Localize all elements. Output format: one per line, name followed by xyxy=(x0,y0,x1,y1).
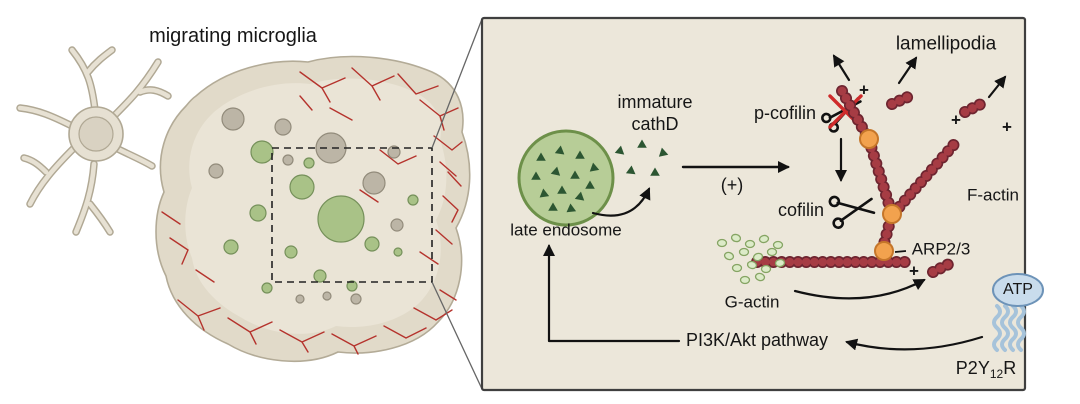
g-actin-polymerization-arrow xyxy=(793,278,926,300)
actin-mesh-left xyxy=(161,211,215,283)
g-actin-pool xyxy=(716,233,786,285)
cofilin-label: cofilin xyxy=(777,200,825,221)
pathway-label: PI3K/Akt pathway xyxy=(685,330,829,351)
receptor-to-pathway-arrow xyxy=(845,335,984,351)
actin-mesh-bottom xyxy=(177,289,457,355)
g-actin-label: G-actin xyxy=(724,292,780,312)
immature-cathd-label: immature cathD xyxy=(617,92,692,136)
atp-label: ATP xyxy=(1003,281,1033,299)
arp23-pointer-line xyxy=(894,250,907,253)
activation-plus-label: (+) xyxy=(720,175,744,196)
plus-mark: + xyxy=(859,80,869,100)
migrating-cell-body xyxy=(155,55,471,363)
late-endosome-label: late endosome xyxy=(510,220,622,240)
lamellipodia-label: lamellipodia xyxy=(895,33,997,55)
endosome-release-arrow xyxy=(591,187,651,217)
plus-mark: + xyxy=(951,110,961,130)
immature-cathd-line1: immature xyxy=(617,92,693,113)
zoom-region-box xyxy=(271,147,433,283)
late-endosome xyxy=(517,129,615,227)
arp23-complexes xyxy=(859,129,907,261)
f-actin-label: F-actin xyxy=(967,185,1019,205)
lamellipodia-arrows xyxy=(832,54,1007,99)
cell-interior xyxy=(185,78,447,334)
plus-mark: + xyxy=(1002,117,1012,137)
actin-mesh-top xyxy=(299,67,463,265)
late-endosome-circle xyxy=(517,129,615,227)
p2y12-receptor xyxy=(992,304,1026,352)
immature-cathd-line2: cathD xyxy=(631,114,679,134)
panel-frame xyxy=(480,16,1027,392)
atp-ligand xyxy=(992,273,1044,307)
microglia-nucleus xyxy=(78,116,114,152)
p-cofilin-label: p-cofilin xyxy=(753,103,817,124)
receptor-subscript: 12 xyxy=(989,367,1004,382)
ramified-microglia xyxy=(16,46,172,236)
receptor-suffix: R xyxy=(1003,358,1017,379)
green-endosomes xyxy=(223,140,419,294)
arp23-label: ARP2/3 xyxy=(911,239,971,259)
cofilin-scissors-icon xyxy=(828,195,876,229)
zoom-connector-lines xyxy=(431,18,483,390)
receptor-base-text: P2Y xyxy=(955,358,990,379)
pathway-to-endosome-arrow xyxy=(543,244,681,343)
title-label: migrating microglia xyxy=(149,24,317,47)
p-cofilin-scissors-icon xyxy=(821,94,863,133)
receptor-label: P2Y12R xyxy=(955,358,1017,382)
plus-mark: + xyxy=(909,261,919,281)
gray-vesicles xyxy=(208,107,404,305)
actin-mesh xyxy=(161,67,463,355)
microglia-branches xyxy=(17,47,171,235)
